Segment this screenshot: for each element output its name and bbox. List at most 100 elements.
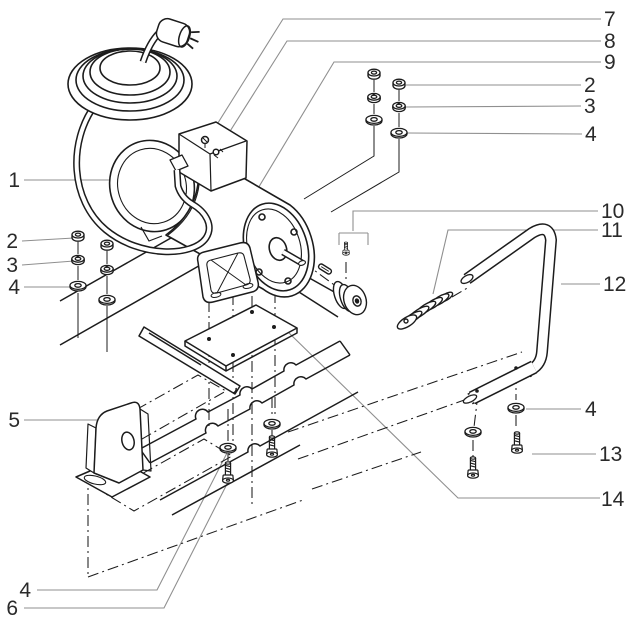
face-bolt — [284, 277, 292, 285]
centerline — [227, 397, 273, 461]
callout-4-bottom: 4 — [19, 579, 31, 602]
leader-10 — [338, 210, 598, 245]
cord-tail-core — [74, 103, 212, 254]
notched-edge — [139, 340, 341, 450]
callout-13: 13 — [599, 443, 622, 466]
handle-grip — [396, 291, 454, 330]
hex-nut — [367, 68, 381, 80]
leader-7 — [205, 18, 601, 143]
shaft-key — [317, 263, 333, 275]
bracket-hole — [121, 431, 135, 451]
callout-4-right: 4 — [585, 123, 597, 146]
motor-shaft-core — [281, 250, 304, 265]
lock-washer — [71, 254, 85, 266]
screw-axis — [472, 373, 517, 457]
notched-edge-tick — [139, 340, 351, 464]
leader-3-right — [405, 105, 582, 108]
callout-9: 9 — [604, 51, 616, 74]
mounting-foot — [196, 241, 260, 304]
support-bar-detail — [148, 332, 237, 394]
callout-11: 11 — [601, 219, 623, 242]
callout-2-left: 2 — [6, 230, 18, 253]
callout-4-handle: 4 — [585, 398, 597, 421]
flat-washer — [464, 426, 482, 438]
callout-12: 12 — [603, 273, 626, 296]
baseplate — [138, 304, 298, 395]
leader-9 — [253, 61, 601, 196]
leader-4-right — [406, 132, 583, 135]
phantom-plate — [104, 438, 234, 512]
flat-washer — [219, 442, 237, 454]
callout-6: 6 — [6, 597, 18, 619]
grip-end-hole — [403, 318, 409, 324]
bracket-slot — [83, 474, 107, 486]
notched-edge — [149, 354, 351, 464]
callout-7: 7 — [604, 8, 616, 31]
callout-4-left: 4 — [8, 276, 20, 299]
handle-flat-tip — [462, 394, 478, 404]
support-bar — [138, 326, 241, 395]
fasteners — [69, 68, 525, 484]
lock-washer — [392, 101, 406, 113]
motor — [108, 121, 316, 304]
phantom-lines — [87, 261, 533, 578]
callout-leader-lines — [21, 18, 601, 609]
baseplate-studs — [207, 310, 276, 357]
fastener-axis — [330, 90, 400, 213]
bracket-return — [139, 408, 152, 472]
callout-3-left: 3 — [6, 254, 18, 277]
flat-washer — [365, 114, 383, 126]
leader-3-left — [21, 260, 75, 266]
callout-3-right: 3 — [584, 95, 596, 118]
lock-washer — [100, 264, 114, 276]
terminal-box — [178, 121, 248, 192]
fastener-axis — [303, 80, 375, 200]
handle-tube-opening — [460, 273, 474, 285]
screw — [511, 431, 524, 454]
notched-edge-lower — [159, 391, 359, 516]
flat-washer — [390, 127, 408, 139]
hex-nut — [71, 230, 85, 242]
leader-14 — [286, 330, 600, 499]
flat-washer — [98, 294, 116, 306]
leader-8 — [214, 40, 601, 156]
pulley-bore — [352, 295, 362, 307]
callout-2-right: 2 — [584, 74, 596, 97]
terminal-box-stud — [212, 148, 220, 156]
shaft-hub — [268, 236, 288, 262]
flat-washer — [507, 402, 525, 414]
cord-fitting — [169, 154, 189, 172]
bracket-face — [93, 401, 144, 484]
phantom-rail — [287, 351, 533, 490]
callout-1: 1 — [8, 169, 20, 192]
leader-4-bottom — [37, 452, 228, 591]
pulley — [332, 280, 368, 316]
callout-14: 14 — [601, 488, 625, 511]
motor-shaft-tip — [297, 260, 307, 266]
set-screw — [342, 241, 350, 256]
hex-nut — [392, 78, 406, 90]
pulley-assembly — [317, 241, 368, 316]
callout-10: 10 — [601, 200, 624, 223]
power-cord — [67, 17, 213, 256]
centerline — [87, 452, 304, 578]
leader-2-left — [21, 237, 75, 242]
leader-6 — [24, 481, 229, 609]
handle-mount-holes — [475, 366, 518, 393]
callout-5: 5 — [8, 409, 20, 432]
callout-8: 8 — [604, 30, 616, 53]
lock-washer — [367, 92, 381, 104]
plug-prongs — [186, 30, 200, 50]
flat-washer — [69, 280, 87, 292]
baseplate-thickness — [184, 328, 298, 372]
handle-tube-core — [464, 224, 556, 404]
power-plug — [155, 17, 200, 50]
cord-coil — [67, 47, 193, 121]
flat-washer — [263, 418, 281, 430]
hex-nut — [100, 239, 114, 251]
bracket — [75, 401, 152, 498]
face-bolt — [290, 228, 298, 236]
face-bolt — [258, 213, 266, 221]
